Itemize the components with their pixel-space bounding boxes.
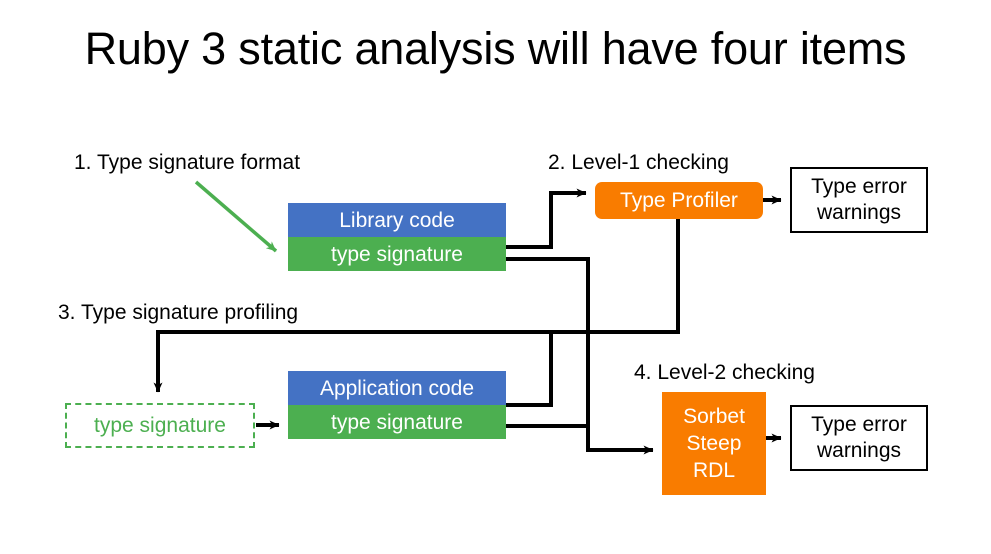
wire-library-signature-to-type-profiler	[506, 188, 587, 249]
application-code-stack: Application code type signature	[288, 371, 506, 439]
level2-checker-line-2: Steep	[686, 432, 742, 455]
output-bottom-line-1: Type error	[811, 413, 907, 436]
application-code-band: Application code	[288, 371, 506, 405]
application-type-signature-band: type signature	[288, 405, 506, 439]
output-top-line-1: Type error	[811, 175, 907, 198]
caption-item-2: 2. Level-1 checking	[548, 151, 729, 174]
wire-application-code-to-bus	[506, 332, 553, 407]
library-type-signature-band: type signature	[288, 237, 506, 271]
output-bottom-line-2: warnings	[816, 439, 902, 462]
page-title: Ruby 3 static analysis will have four it…	[84, 23, 907, 74]
level2-checker-line-3: RDL	[692, 459, 735, 482]
caption-item-3: 3. Type signature profiling	[58, 301, 299, 324]
level2-checker-box: Sorbet Steep RDL	[662, 392, 766, 495]
wire-item1-to-library-signature	[194, 180, 278, 253]
wire-library-signature-to-level2	[506, 257, 654, 455]
output-type-error-warnings-top: Type error warnings	[790, 167, 928, 233]
library-code-stack: Library code type signature	[288, 203, 506, 271]
generated-type-signature-box: type signature	[65, 403, 255, 448]
type-profiler-box: Type Profiler	[595, 182, 763, 219]
caption-item-4: 4. Level-2 checking	[634, 361, 815, 384]
output-type-error-warnings-bottom: Type error warnings	[790, 405, 928, 471]
library-code-band: Library code	[288, 203, 506, 237]
level2-checker-line-1: Sorbet	[683, 405, 745, 428]
caption-item-1: 1. Type signature format	[74, 151, 301, 174]
output-top-line-2: warnings	[816, 201, 902, 224]
